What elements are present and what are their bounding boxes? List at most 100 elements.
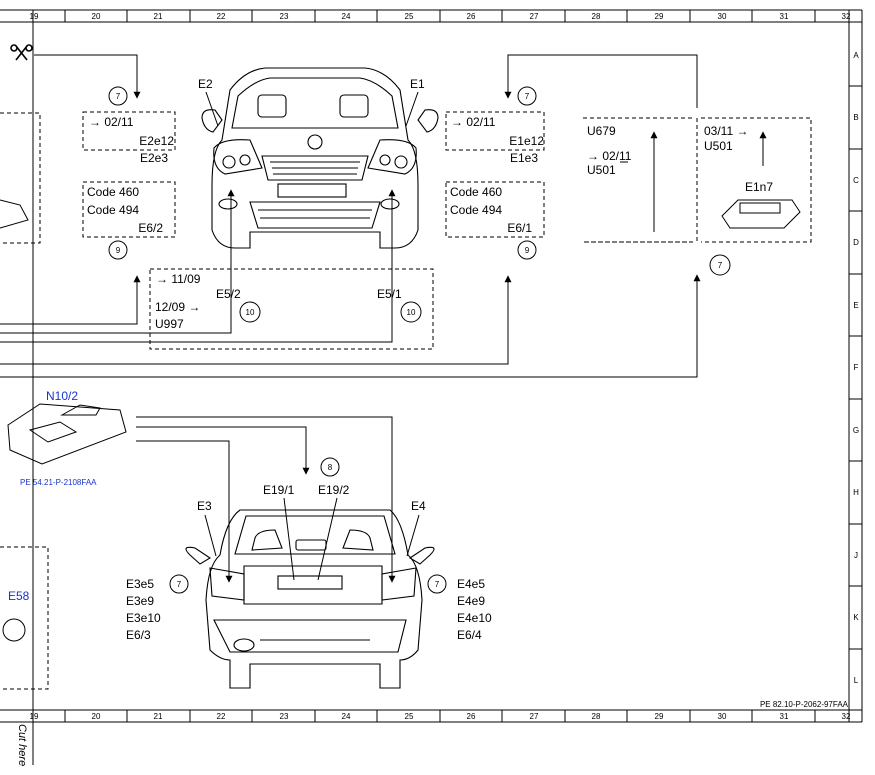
front-right-code-box: Code 460 Code 494 E6/1 9 <box>445 181 545 260</box>
col-label: 31 <box>780 12 789 21</box>
col-label: 26 <box>467 712 476 721</box>
row-label: D <box>853 238 859 247</box>
box-text: E6/2 <box>138 221 163 235</box>
col-label: 26 <box>467 12 476 21</box>
col-label: 31 <box>780 712 789 721</box>
row-label: G <box>853 426 859 435</box>
col-label: 19 <box>30 12 39 21</box>
rear-car-illustration <box>185 509 435 689</box>
row-label: L <box>854 676 859 685</box>
drawing-reference: PE 82.10-P-2062-97FAA <box>760 700 849 709</box>
callout-number: 7 <box>116 92 121 101</box>
box-text: E1e12 <box>509 134 544 148</box>
callout-number: 9 <box>116 246 121 255</box>
box-text: U679 <box>587 124 616 138</box>
col-label: 24 <box>342 712 351 721</box>
rear-left-light-label: E3 <box>197 499 212 513</box>
col-label: 21 <box>154 712 163 721</box>
fog-light-box: → 11/09 12/09 → U997 10 10 <box>149 268 434 350</box>
side-fragment-label: E58 <box>8 589 30 603</box>
cut-here-label: Cut here <box>16 724 28 766</box>
rear-right-light-label: E4 <box>411 499 426 513</box>
control-module-box: U679 → 02/11 U501 03/11 → U501 E1n7 7 <box>583 117 812 276</box>
callout-number: 7 <box>435 580 440 589</box>
row-label: K <box>853 613 859 622</box>
row-label: C <box>853 176 859 185</box>
control-unit-icon <box>721 199 801 229</box>
col-label: 25 <box>405 712 414 721</box>
col-label: 22 <box>217 12 226 21</box>
col-label: 22 <box>217 712 226 721</box>
grid-frame <box>0 9 863 765</box>
n10-reference: PE 54.21-P-2108FAA <box>20 478 97 487</box>
col-label: 27 <box>530 712 539 721</box>
box-text: 12/09 → <box>155 300 200 314</box>
row-label: B <box>853 113 858 122</box>
box-text: E2e12 <box>139 134 174 148</box>
callout-number: 10 <box>246 308 255 317</box>
col-label: 29 <box>655 12 664 21</box>
row-label: H <box>853 488 859 497</box>
wiring <box>0 54 767 583</box>
col-label: 25 <box>405 12 414 21</box>
front-left-code-box: Code 460 Code 494 E6/2 9 <box>82 181 176 260</box>
side-fragment-box: E58 <box>0 546 49 690</box>
top-column-ticks <box>64 10 816 722</box>
rear-plate-light-right-label: E19/2 <box>318 483 350 497</box>
front-right-top-box: → 02/11 E1e12 E1e3 7 <box>445 86 545 165</box>
callout-number: 9 <box>525 246 530 255</box>
box-text: Code 494 <box>87 203 139 217</box>
list-item: E6/4 <box>457 628 482 642</box>
col-label: 23 <box>280 712 289 721</box>
n10-label: N10/2 <box>46 389 78 403</box>
left-partial-box <box>0 112 41 244</box>
col-label: 28 <box>592 12 601 21</box>
front-left-light-label: E2 <box>198 77 213 91</box>
box-text: E1n7 <box>745 180 773 194</box>
scissors-icon <box>10 44 33 61</box>
list-item: E4e5 <box>457 577 485 591</box>
bottom-column-labels: 19 20 21 22 23 24 25 26 27 28 29 30 31 3… <box>30 712 851 721</box>
row-label: J <box>854 551 858 560</box>
col-label: 19 <box>30 712 39 721</box>
callout-number: 7 <box>177 580 182 589</box>
n10-module: N10/2 PE 54.21-P-2108FAA <box>7 389 127 487</box>
box-text: 03/11 → <box>704 124 748 138</box>
callout-number: 7 <box>525 92 530 101</box>
list-item: E3e10 <box>126 611 161 625</box>
box-text: U997 <box>155 317 184 331</box>
row-label: F <box>854 363 859 372</box>
callout-number: 8 <box>328 463 333 472</box>
callout-number: 10 <box>407 308 416 317</box>
fog-left-label: E5/2 <box>216 287 241 301</box>
callout-number: 7 <box>718 261 723 270</box>
col-label: 20 <box>92 12 101 21</box>
col-label: 27 <box>530 12 539 21</box>
box-text: E6/1 <box>507 221 532 235</box>
box-text: U501 <box>704 139 733 153</box>
box-text: → 02/11 <box>451 115 496 129</box>
box-text: → 02/11 <box>89 115 134 129</box>
col-label: 24 <box>342 12 351 21</box>
col-label: 20 <box>92 712 101 721</box>
rear-plate-light-left-label: E19/1 <box>263 483 295 497</box>
box-text: → 02/11 <box>587 149 632 163</box>
rear-left-list: E3e5 E3e9 E3e10 E6/3 7 <box>126 574 189 642</box>
row-label: A <box>853 51 859 60</box>
box-text: U501 <box>587 163 616 177</box>
row-label: E <box>853 301 858 310</box>
rear-right-list: E4e5 E4e9 E4e10 E6/4 7 <box>427 574 492 642</box>
list-item: E4e9 <box>457 594 485 608</box>
col-label: 32 <box>842 712 851 721</box>
top-column-labels: 19 20 21 22 23 24 25 26 27 28 29 30 31 3… <box>30 12 851 21</box>
box-text: E2e3 <box>140 151 168 165</box>
row-labels: A B C D E F G H J K L <box>849 51 862 685</box>
col-label: 23 <box>280 12 289 21</box>
col-label: 28 <box>592 712 601 721</box>
box-text: Code 460 <box>87 185 139 199</box>
list-item: E3e5 <box>126 577 154 591</box>
box-text: Code 460 <box>450 185 502 199</box>
box-text: Code 494 <box>450 203 502 217</box>
front-right-light-label: E1 <box>410 77 425 91</box>
